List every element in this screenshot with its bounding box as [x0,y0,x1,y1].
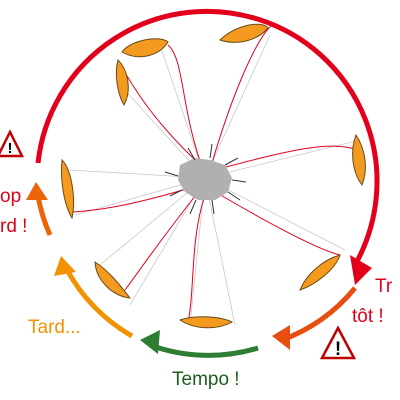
ring-arc-early-ramp [281,286,357,343]
blade-2 [219,23,269,43]
ring-arc-late-ramp [35,195,53,237]
svg-text:!: ! [8,140,13,157]
ring-arc-slightly-late [63,266,134,339]
blade-7 [94,261,132,299]
label-tard: Tard... [28,317,81,338]
blade-6 [299,254,341,291]
arrow-head-tempo [140,330,160,354]
oar-blades [61,23,366,329]
label-trop-tot-line2: tôt ! [352,306,384,327]
label-trop-tot-line1: Tr [375,276,393,297]
warning-icon: ! [319,325,357,360]
blade-4 [352,133,366,187]
label-trop-tard-line1: op [0,186,21,207]
oar-paths [71,24,359,323]
arrow-head-early [272,325,290,350]
svg-text:!: ! [335,339,341,360]
timing-ring [26,8,380,358]
center-hub [164,143,247,215]
warning-icon: ! [0,129,25,158]
arrow-head-slightly-late [54,256,76,276]
ring-arc-tempo [149,342,259,358]
blade-1 [121,38,169,58]
label-tempo: Tempo ! [172,369,240,390]
blade-3 [115,59,129,107]
label-trop-tard-line2: rd ! [0,216,27,237]
arrow-head-late-ramp [26,182,48,200]
blade-8 [178,316,234,329]
arrow-head-late [350,255,372,285]
blade-5 [61,158,75,220]
ring-arc-late [35,8,380,267]
